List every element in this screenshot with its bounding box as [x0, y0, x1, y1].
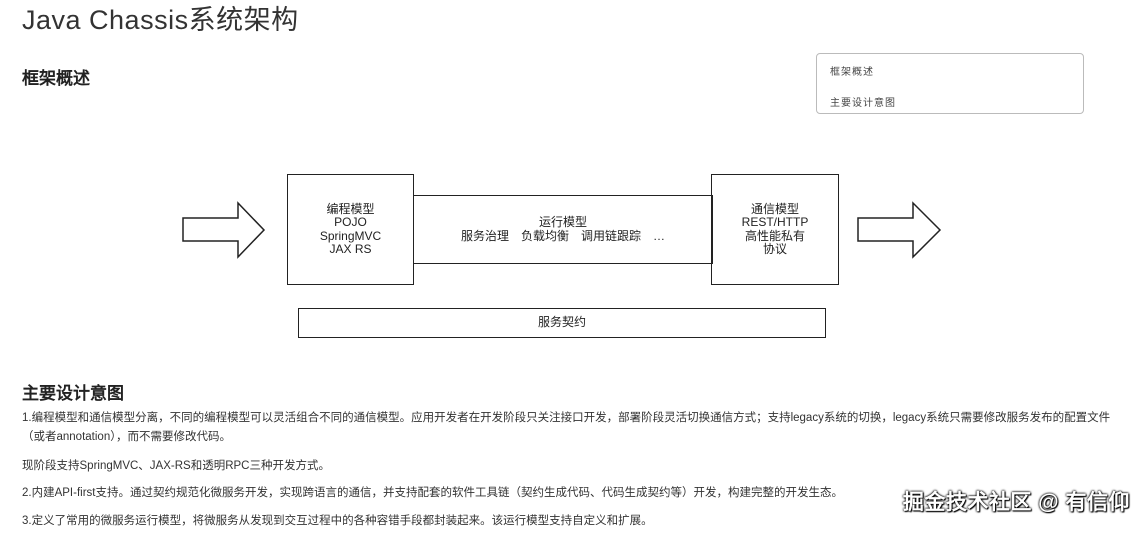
communication-model-protocol: 协议: [762, 242, 787, 256]
section-heading-design: 主要设计意图: [22, 384, 124, 403]
runtime-model-features: 服务治理 负载均衡 调用链跟踪 …: [460, 228, 665, 243]
communication-model-title: 通信模型: [750, 201, 799, 216]
section-heading-overview: 框架概述: [22, 69, 90, 88]
input-arrow-icon: [182, 201, 266, 259]
paragraph-model-separation: 1.编程模型和通信模型分离，不同的编程模型可以灵活组合不同的通信模型。应用开发者…: [22, 412, 1111, 443]
runtime-model-title: 运行模型: [538, 215, 587, 229]
paragraph-supported-styles: 现阶段支持SpringMVC、JAX-RS和透明RPC三种开发方式。: [22, 460, 330, 472]
communication-model-box: 通信模型 REST/HTTP 高性能私有 协议: [711, 174, 839, 285]
programming-model-pojo: POJO: [334, 215, 367, 229]
programming-model-jaxrs: JAX RS: [329, 242, 372, 256]
runtime-model-box: 运行模型 服务治理 负载均衡 调用链跟踪 …: [413, 195, 713, 264]
paragraph-api-first: 2.内建API-first支持。通过契约规范化微服务开发，实现跨语言的通信，并支…: [22, 487, 843, 499]
watermark: 掘金技术社区 @ 有信仰: [902, 491, 1130, 514]
communication-model-private: 高性能私有: [744, 228, 805, 243]
service-contract-label: 服务契约: [537, 315, 586, 330]
page-title: Java Chassis系统架构: [22, 5, 299, 35]
programming-model-box: 编程模型 POJO SpringMVC JAX RS: [287, 174, 414, 285]
toc-item-design[interactable]: 主要设计意图: [830, 98, 896, 109]
table-of-contents: 框架概述 主要设计意图: [816, 53, 1084, 114]
toc-item-overview[interactable]: 框架概述: [830, 67, 874, 78]
programming-model-title: 编程模型: [326, 201, 375, 216]
communication-model-rest: REST/HTTP: [741, 215, 809, 229]
service-contract-box: 服务契约: [298, 308, 826, 338]
output-arrow-icon: [857, 201, 942, 259]
programming-model-springmvc: SpringMVC: [319, 228, 382, 243]
paragraph-runtime-model: 3.定义了常用的微服务运行模型，将微服务从发现到交互过程中的各种容错手段都封装起…: [22, 515, 653, 527]
